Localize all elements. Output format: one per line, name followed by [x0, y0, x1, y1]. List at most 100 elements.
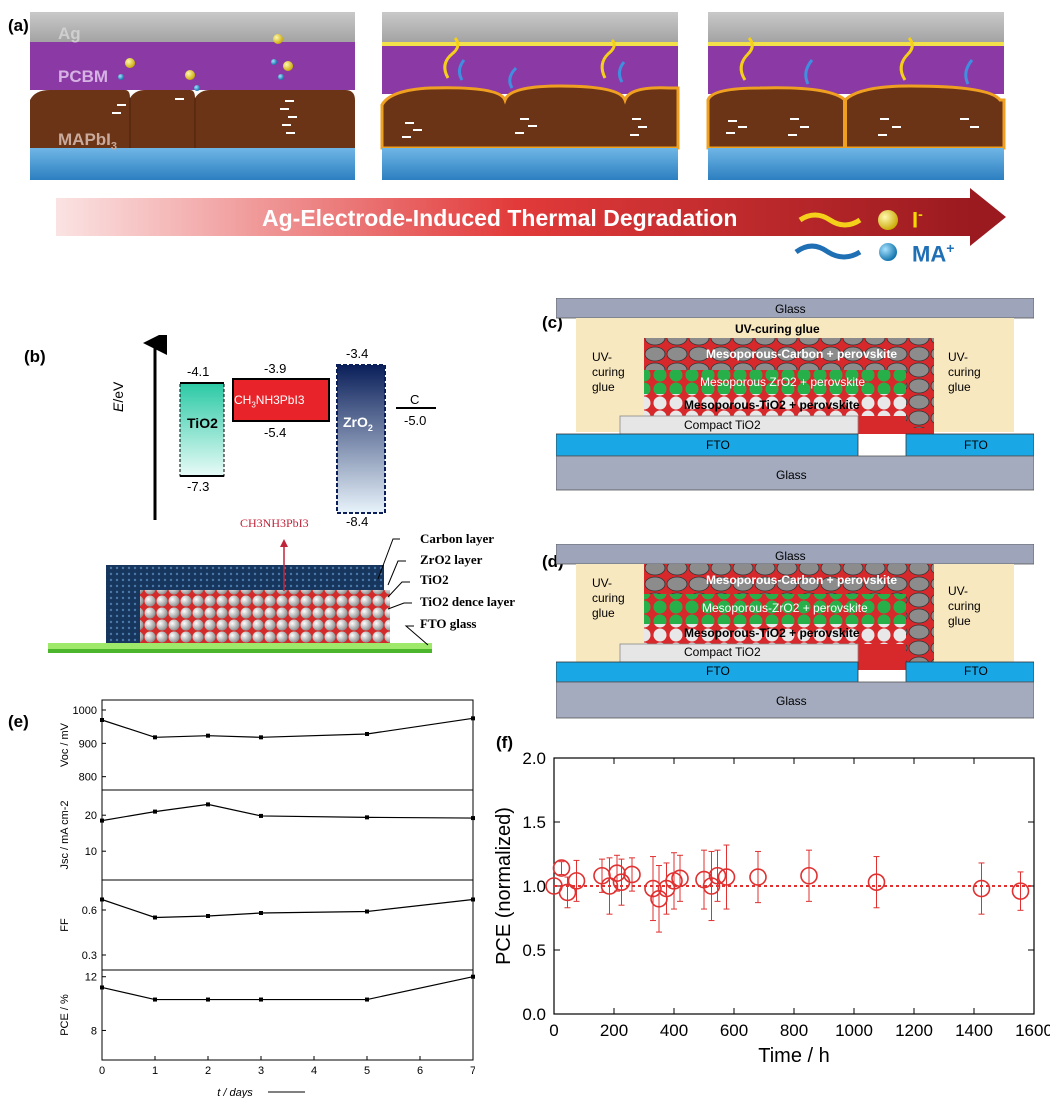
ytick-label-0: 0.0: [522, 1005, 546, 1024]
point-1-0: [100, 818, 104, 823]
point-1-5: [471, 816, 475, 821]
xtick-label-7: 7: [470, 1065, 475, 1077]
ytick-label-0-2: 1000: [73, 705, 97, 717]
xtick-label-6: 1200: [895, 1021, 933, 1040]
data-point-9: [644, 879, 662, 898]
xtick-label-2: 400: [660, 1021, 688, 1040]
tio2-bottom-value: -7.3: [187, 479, 210, 494]
ytick-label-2: 1.0: [522, 877, 546, 896]
point-2-0: [100, 897, 104, 902]
mapbi3-label: CH3NH3PbI3: [234, 393, 305, 410]
point-3-5: [471, 974, 475, 979]
zro2-label: ZrO2: [343, 414, 373, 433]
ytick-label-2-1: 0.6: [82, 905, 97, 917]
tio2-top-value: -4.1: [187, 364, 210, 379]
d-compact: Compact TiO2: [684, 645, 761, 659]
ytick-label-1: 0.5: [522, 941, 546, 960]
panel-label-f: (f): [496, 733, 513, 752]
xtick-label-5: 5: [364, 1065, 370, 1077]
panel-a-stage-2: [380, 12, 680, 180]
energy-axis-label: E/eV: [110, 381, 126, 412]
point-0-1: [153, 735, 157, 740]
panel-label-e: (e): [8, 712, 29, 731]
xtick-label-0: 0: [99, 1065, 105, 1077]
point-0-2: [206, 733, 210, 738]
xtick-label-5: 1000: [835, 1021, 873, 1040]
iodide-ball-icon: [878, 210, 898, 230]
layer-label-pcbm: PCBM: [58, 67, 109, 86]
ylabel-3: PCE / %: [59, 994, 71, 1036]
ytick-label-3-0: 8: [91, 1025, 97, 1037]
tio2-label: TiO2: [187, 415, 218, 431]
ytick-label-4: 2.0: [522, 749, 546, 768]
carbon-value: -5.0: [404, 413, 427, 428]
point-2-5: [471, 897, 475, 902]
xtick-label-6: 6: [417, 1065, 423, 1077]
series-line-0: [101, 717, 474, 738]
point-1-2: [206, 802, 210, 807]
point-1-3: [259, 813, 263, 818]
carbon-label: C: [410, 392, 420, 407]
point-0-5: [471, 716, 475, 721]
subplot-frame-3: [101, 969, 474, 1061]
ytick-label-3-1: 12: [85, 972, 97, 984]
xtick-label-3: 600: [720, 1021, 748, 1040]
c-layer-carbon: Mesoporous-Carbon + perovskite: [706, 347, 898, 361]
point-0-0: [100, 718, 104, 722]
device-stack-illustration: [48, 538, 432, 653]
zro2-bottom-value: -8.4: [346, 514, 369, 529]
xtick-label-4: 800: [780, 1021, 808, 1040]
ylabel: PCE (normalized): [493, 807, 515, 965]
data-point-3: [567, 872, 586, 890]
point-0-4: [365, 732, 369, 736]
ma-ball-icon: [879, 243, 897, 261]
xlabel: t / days: [217, 1087, 253, 1098]
ytick-label-0-0: 800: [79, 772, 97, 784]
data-point-8: [623, 865, 641, 884]
stack-label-fto: FTO glass: [420, 616, 477, 631]
layer-label-ag: Ag: [58, 24, 81, 43]
d-fto-left: FTO: [706, 664, 730, 678]
data-point-2: [558, 883, 577, 902]
xtick-label-1: 200: [600, 1021, 628, 1040]
data-point-18: [749, 868, 767, 886]
subplot-frame-2: [101, 879, 474, 971]
panel-label-b: (b): [24, 347, 46, 366]
degradation-title: Ag-Electrode-Induced Thermal Degradation: [262, 205, 738, 231]
data-point-1: [552, 859, 571, 877]
d-glass-bottom: Glass: [776, 694, 807, 708]
zro2-top-value: -3.4: [346, 346, 369, 361]
series-line-2: [101, 898, 474, 919]
energy-diagram: [143, 335, 436, 520]
panel-a-stage-3: [706, 12, 1006, 180]
panel-a-stage-1: [30, 12, 355, 180]
xtick-label-3: 3: [258, 1065, 264, 1077]
c-glue-top: UV-curing glue: [735, 322, 820, 336]
point-3-2: [206, 997, 210, 1002]
xtick-label-4: 4: [311, 1065, 317, 1077]
point-2-2: [206, 914, 210, 918]
xtick-label-7: 1400: [955, 1021, 993, 1040]
stack-label-carbon: Carbon layer: [420, 531, 495, 546]
legend-iodide: I-: [912, 206, 923, 233]
xtick-label-1: 1: [152, 1065, 158, 1077]
point-2-1: [153, 915, 157, 920]
subplot-frame-0: [101, 699, 474, 791]
device-cross-section-d: [556, 544, 1034, 719]
ylabel-2: FF: [59, 918, 71, 932]
xtick-label-8: 1600: [1015, 1021, 1050, 1040]
data-point-19: [800, 866, 818, 885]
point-3-1: [153, 997, 157, 1002]
series-line-1: [101, 803, 474, 822]
point-0-3: [259, 735, 263, 740]
mapbi3-top-value: -3.9: [264, 361, 287, 376]
data-point-22: [1011, 882, 1030, 900]
c-compact: Compact TiO2: [684, 418, 761, 432]
point-3-4: [365, 997, 369, 1002]
c-fto-right: FTO: [964, 438, 988, 452]
